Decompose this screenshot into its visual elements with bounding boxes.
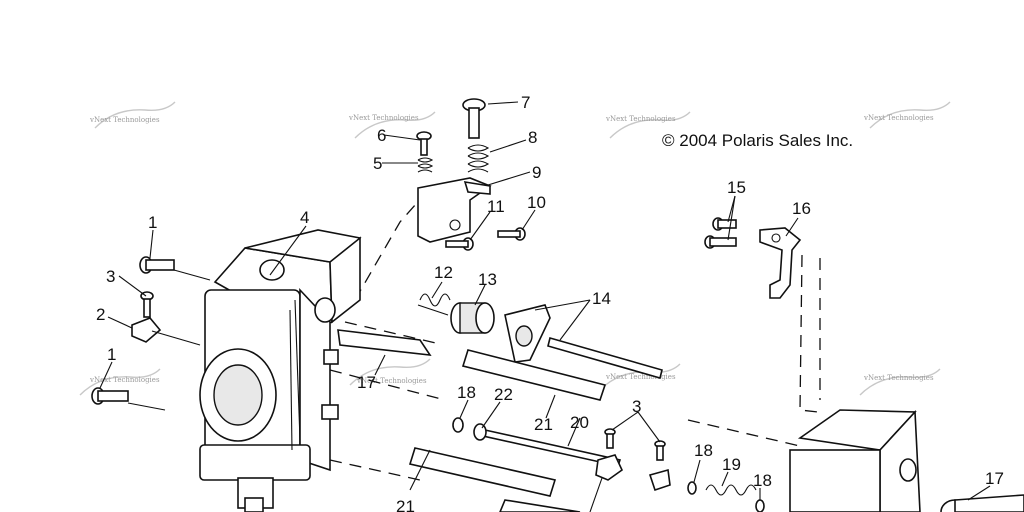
screw-3-left <box>140 291 154 318</box>
throttle-shaft-14 <box>547 337 663 379</box>
callout-13: 13 <box>478 270 497 289</box>
callout-labels: 1 3 2 1 4 5 6 7 8 9 10 11 12 13 14 15 16… <box>96 93 1004 512</box>
callout-10: 10 <box>527 193 546 212</box>
rod-21-lower <box>408 447 557 497</box>
leader-lines <box>99 101 991 501</box>
callout-9: 9 <box>532 163 541 182</box>
callout-7: 7 <box>521 93 530 112</box>
callout-4: 4 <box>300 208 309 227</box>
copyright-notice: © 2004 Polaris Sales Inc. <box>662 131 853 150</box>
washer-18-right <box>687 481 765 512</box>
carburetor-left <box>199 229 362 512</box>
callout-3: 3 <box>632 397 641 416</box>
callout-20: 20 <box>570 413 589 432</box>
callout-17: 17 <box>357 373 376 392</box>
watermark: vNext Technologies <box>79 368 161 396</box>
callout-2: 2 <box>96 305 105 324</box>
callout-21: 21 <box>396 497 415 512</box>
callout-1: 1 <box>107 345 116 364</box>
callout-5: 5 <box>373 154 382 173</box>
screw-10 <box>497 227 526 241</box>
rod-21-upper <box>461 349 607 401</box>
rod-21-bottom <box>499 499 581 512</box>
washer-22 <box>473 423 487 441</box>
bracket-16 <box>759 227 802 299</box>
hose-17-left <box>337 329 432 356</box>
spring-5 <box>417 157 434 173</box>
watermark-text: vNext Technologies <box>605 115 676 123</box>
watermark: vNext Technologies <box>863 101 951 129</box>
callout-6: 6 <box>377 126 386 145</box>
watermark-text: vNext Technologies <box>863 374 934 382</box>
screw-6 <box>416 131 432 156</box>
watermark-text: vNext Technologies <box>89 376 160 384</box>
watermark-text: vNext Technologies <box>605 373 676 381</box>
callout-11: 11 <box>487 197 505 216</box>
callout-18: 18 <box>694 441 713 460</box>
screw-3-middle <box>604 428 666 461</box>
screw-1-upper <box>139 256 175 274</box>
callout-18: 18 <box>457 383 476 402</box>
callout-3: 3 <box>106 267 115 286</box>
callout-8: 8 <box>528 128 537 147</box>
alignment-lines <box>329 203 821 481</box>
callout-22: 22 <box>494 385 513 404</box>
callout-19: 19 <box>722 455 741 474</box>
callout-15: 15 <box>727 178 746 197</box>
screw-1-lower <box>91 387 129 405</box>
callout-12: 12 <box>434 263 453 282</box>
collar-13 <box>450 302 495 334</box>
throttle-lever-14 <box>504 304 551 363</box>
spring-19 <box>705 484 757 496</box>
watermark: vNext Technologies <box>348 111 436 139</box>
carburetor-right <box>789 409 1024 512</box>
watermark-text: vNext Technologies <box>348 114 419 122</box>
watermark: vNext Technologies <box>859 368 941 396</box>
callout-18: 18 <box>753 471 772 490</box>
screw-7 <box>462 98 486 139</box>
callout-1: 1 <box>148 213 157 232</box>
watermark-text: vNext Technologies <box>89 116 160 124</box>
spring-12 <box>417 293 451 316</box>
watermark-text: vNext Technologies <box>863 114 934 122</box>
watermark: vNext Technologies <box>89 101 176 129</box>
cable-bracket <box>417 177 492 243</box>
linkage-arm <box>589 454 671 512</box>
bracket-2 <box>131 317 162 343</box>
watermark: vNext Technologies <box>605 111 691 139</box>
callout-16: 16 <box>792 199 811 218</box>
spring-8 <box>467 144 490 173</box>
screw-11 <box>445 237 474 251</box>
callout-21: 21 <box>534 415 553 434</box>
callout-17: 17 <box>985 469 1004 488</box>
watermark: vNext Technologies <box>349 358 431 386</box>
screw-15 <box>704 217 737 249</box>
watermark-text: vNext Technologies <box>356 377 427 385</box>
callout-14: 14 <box>592 289 611 308</box>
washer-18-left <box>452 417 464 433</box>
